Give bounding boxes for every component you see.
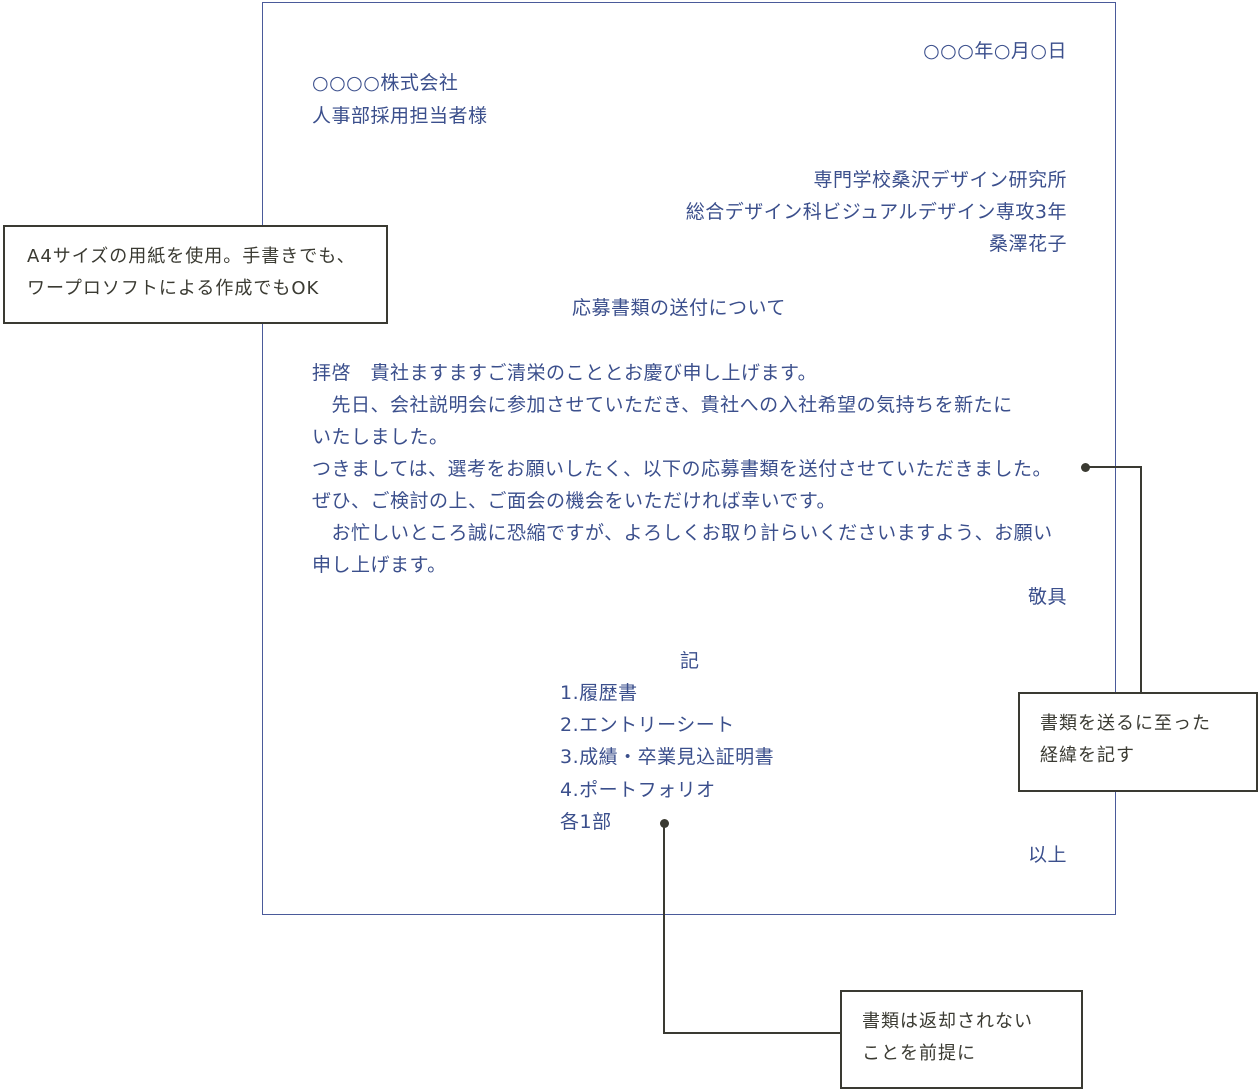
ki-heading: 記: [680, 650, 700, 672]
callout-text: ことを前提に: [862, 1043, 976, 1064]
callout-text: 書類を送るに至った: [1040, 713, 1211, 734]
body-line: お忙しいところ誠に恐縮ですが、よろしくお取り計らいくださいますよう、お願い: [312, 522, 1053, 544]
recipient-company: ○○○○株式会社: [312, 72, 459, 94]
enclosure-copies: 各1部: [560, 811, 612, 833]
callout-text: ワープロソフトによる作成でもOK: [27, 278, 320, 299]
callout-paper: A4サイズの用紙を使用。手書きでも、 ワープロソフトによる作成でもOK: [3, 225, 388, 324]
callout-text: A4サイズの用紙を使用。手書きでも、: [27, 246, 356, 267]
enclosure-item: 3.成績・卒業見込証明書: [560, 746, 775, 768]
closing: 敬具: [1027, 586, 1067, 608]
letter-subject: 応募書類の送付について: [572, 297, 786, 319]
connector-line: [663, 1032, 842, 1034]
callout-not-returned: 書類は返却されない ことを前提に: [840, 990, 1083, 1089]
body-line: 拝啓 貴社ますますご清栄のこととお慶び申し上げます。: [312, 362, 818, 384]
sender-school: 専門学校桑沢デザイン研究所: [813, 169, 1067, 191]
callout-text: 書類は返却されない: [862, 1011, 1033, 1032]
enclosure-item: 2.エントリーシート: [560, 714, 735, 736]
body-line: いたしました。: [312, 426, 449, 448]
letter-date: ○○○年○月○日: [923, 40, 1067, 62]
body-line: つきましては、選考をお願いしたく、以下の応募書類を送付させていただきました。: [312, 458, 1053, 480]
body-line: ぜひ、ご検討の上、ご面会の機会をいただければ幸いです。: [312, 490, 837, 512]
enclosure-item: 4.ポートフォリオ: [560, 779, 716, 801]
callout-reason: 書類を送るに至った 経緯を記す: [1018, 692, 1258, 792]
enclosure-item: 1.履歴書: [560, 682, 638, 704]
body-line: 申し上げます。: [312, 554, 447, 576]
body-line: 先日、会社説明会に参加させていただき、貴社への入社希望の気持ちを新たに: [312, 394, 1013, 416]
sender-department: 総合デザイン科ビジュアルデザイン専攻3年: [685, 201, 1067, 223]
sender-name: 桑澤花子: [988, 233, 1067, 255]
recipient-person: 人事部採用担当者様: [312, 105, 488, 127]
letter-end: 以上: [1027, 844, 1067, 866]
connector-line: [1085, 466, 1142, 468]
connector-line: [663, 823, 665, 1034]
letter-page: [262, 2, 1116, 915]
connector-line: [1140, 466, 1142, 694]
callout-text: 経緯を記す: [1040, 745, 1135, 766]
